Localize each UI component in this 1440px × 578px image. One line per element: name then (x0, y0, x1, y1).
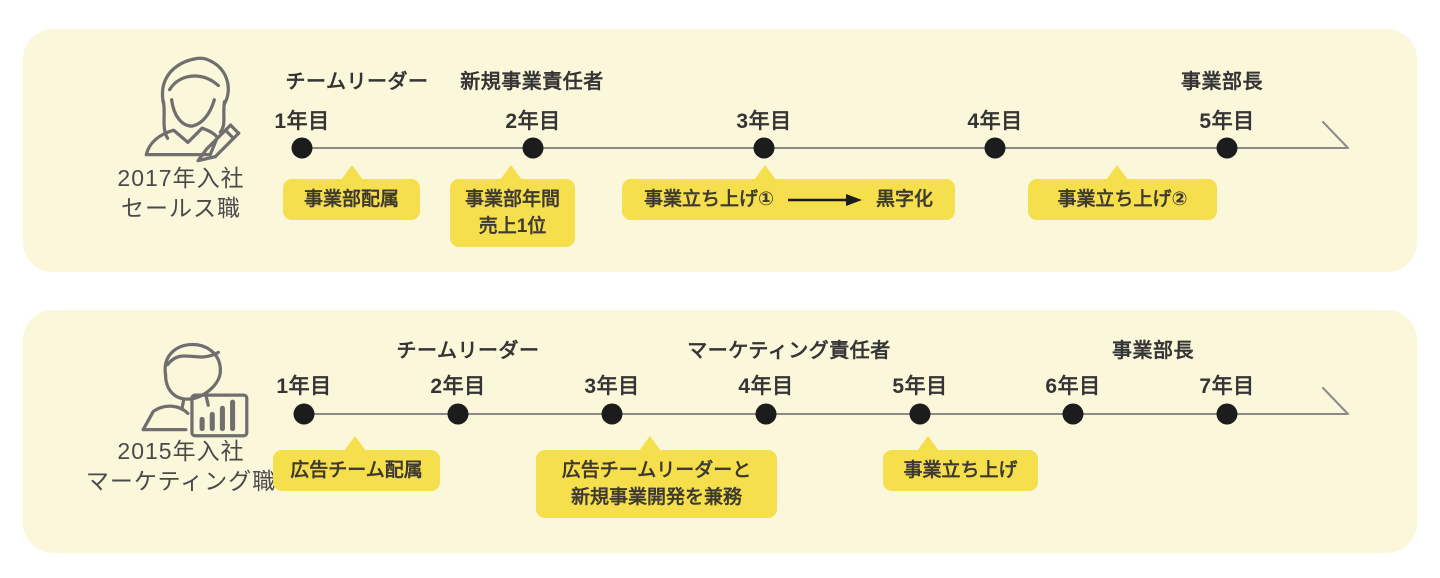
profile-entry-year: 2017年入社 (117, 165, 245, 191)
event-text-line: 事業立ち上げ (903, 460, 1018, 481)
year-label-7: 7年目 (1199, 375, 1255, 398)
event-text-line: 広告チームリーダーと (561, 460, 752, 481)
event-badge: 事業立ち上げ① 黒字化 (622, 165, 955, 220)
event-text: 事業立ち上げ① (643, 189, 775, 210)
year-label-1: 1年目 (276, 375, 332, 398)
role-label: 事業部長 (1181, 71, 1263, 93)
timeline-dot-year-5 (909, 403, 931, 425)
year-label-4: 4年目 (738, 375, 794, 398)
timeline-dot-year-2 (522, 137, 544, 159)
event-text-line: 事業部年間 (464, 189, 560, 210)
badge-pointer-icon (500, 165, 522, 180)
event-badge: 広告チーム配属 (273, 436, 440, 491)
arrow-wrapper (787, 193, 863, 207)
timeline-dot-year-4 (755, 403, 777, 425)
badge-pointer-icon (1106, 165, 1128, 180)
event-badge: 事業立ち上げ (883, 436, 1038, 491)
badge-pointer-icon (754, 165, 776, 180)
profile-job-type: セールス職 (121, 195, 241, 221)
profile-entry-year: 2015年入社 (117, 438, 245, 464)
timeline-dot-year-7 (1216, 403, 1238, 425)
event-text-line: 売上1位 (478, 216, 547, 237)
event-text-line: 新規事業開発を兼務 (570, 487, 742, 508)
event-badge: 事業立ち上げ② (1028, 165, 1217, 220)
year-label-2: 2年目 (430, 375, 486, 398)
badge-pointer-icon (344, 436, 366, 451)
person-writing-icon (129, 49, 261, 168)
event-text-line: 事業部配属 (303, 189, 399, 210)
right-arrow-icon (788, 193, 863, 206)
badge-pointer-icon (341, 165, 363, 180)
year-label-2: 2年目 (505, 110, 561, 133)
role-label: 新規事業責任者 (460, 71, 604, 93)
role-label: チームリーダー (396, 340, 540, 362)
badge-pointer-icon (917, 436, 939, 451)
person-chart-icon (129, 324, 261, 443)
profile-job-type: マーケティング職 (85, 468, 277, 494)
timeline-dot-year-6 (1062, 403, 1084, 425)
year-label-5: 5年目 (1199, 110, 1255, 133)
year-label-4: 4年目 (967, 110, 1023, 133)
timeline-axis (291, 121, 1349, 159)
event-with-outcome: 事業立ち上げ① 黒字化 (626, 186, 951, 213)
timeline-dot-year-1 (293, 403, 315, 425)
role-label: 事業部長 (1112, 340, 1194, 362)
year-label-3: 3年目 (736, 110, 792, 133)
timeline-dot-year-1 (291, 137, 313, 159)
role-label: マーケティング責任者 (687, 340, 891, 362)
profile-marketing-career: 2015年入社マーケティング職 (23, 310, 343, 553)
year-label-6: 6年目 (1045, 375, 1101, 398)
year-label-1: 1年目 (274, 110, 330, 133)
outcome-text: 黒字化 (876, 189, 934, 210)
profile-sales-career: 2017年入社セールス職 (23, 29, 343, 272)
timeline-dot-year-3 (753, 137, 775, 159)
timeline-dot-year-4 (984, 137, 1006, 159)
event-text-line: 広告チーム配属 (290, 460, 423, 481)
event-badge: 広告チームリーダーと新規事業開発を兼務 (536, 436, 777, 518)
event-badge: 事業部年間売上1位 (450, 165, 575, 247)
timeline-axis (293, 387, 1349, 425)
timeline-arrowhead-icon (1322, 387, 1349, 415)
year-label-5: 5年目 (892, 375, 948, 398)
event-text-line: 事業立ち上げ② (1057, 189, 1188, 210)
role-label: チームリーダー (285, 71, 429, 93)
badge-pointer-icon (639, 436, 661, 451)
timeline-dot-year-2 (447, 403, 469, 425)
timeline-arrowhead-icon (1322, 121, 1349, 149)
timeline-dot-year-5 (1216, 137, 1238, 159)
event-badge: 事業部配属 (283, 165, 420, 220)
timeline-dot-year-3 (601, 403, 623, 425)
year-label-3: 3年目 (584, 375, 640, 398)
